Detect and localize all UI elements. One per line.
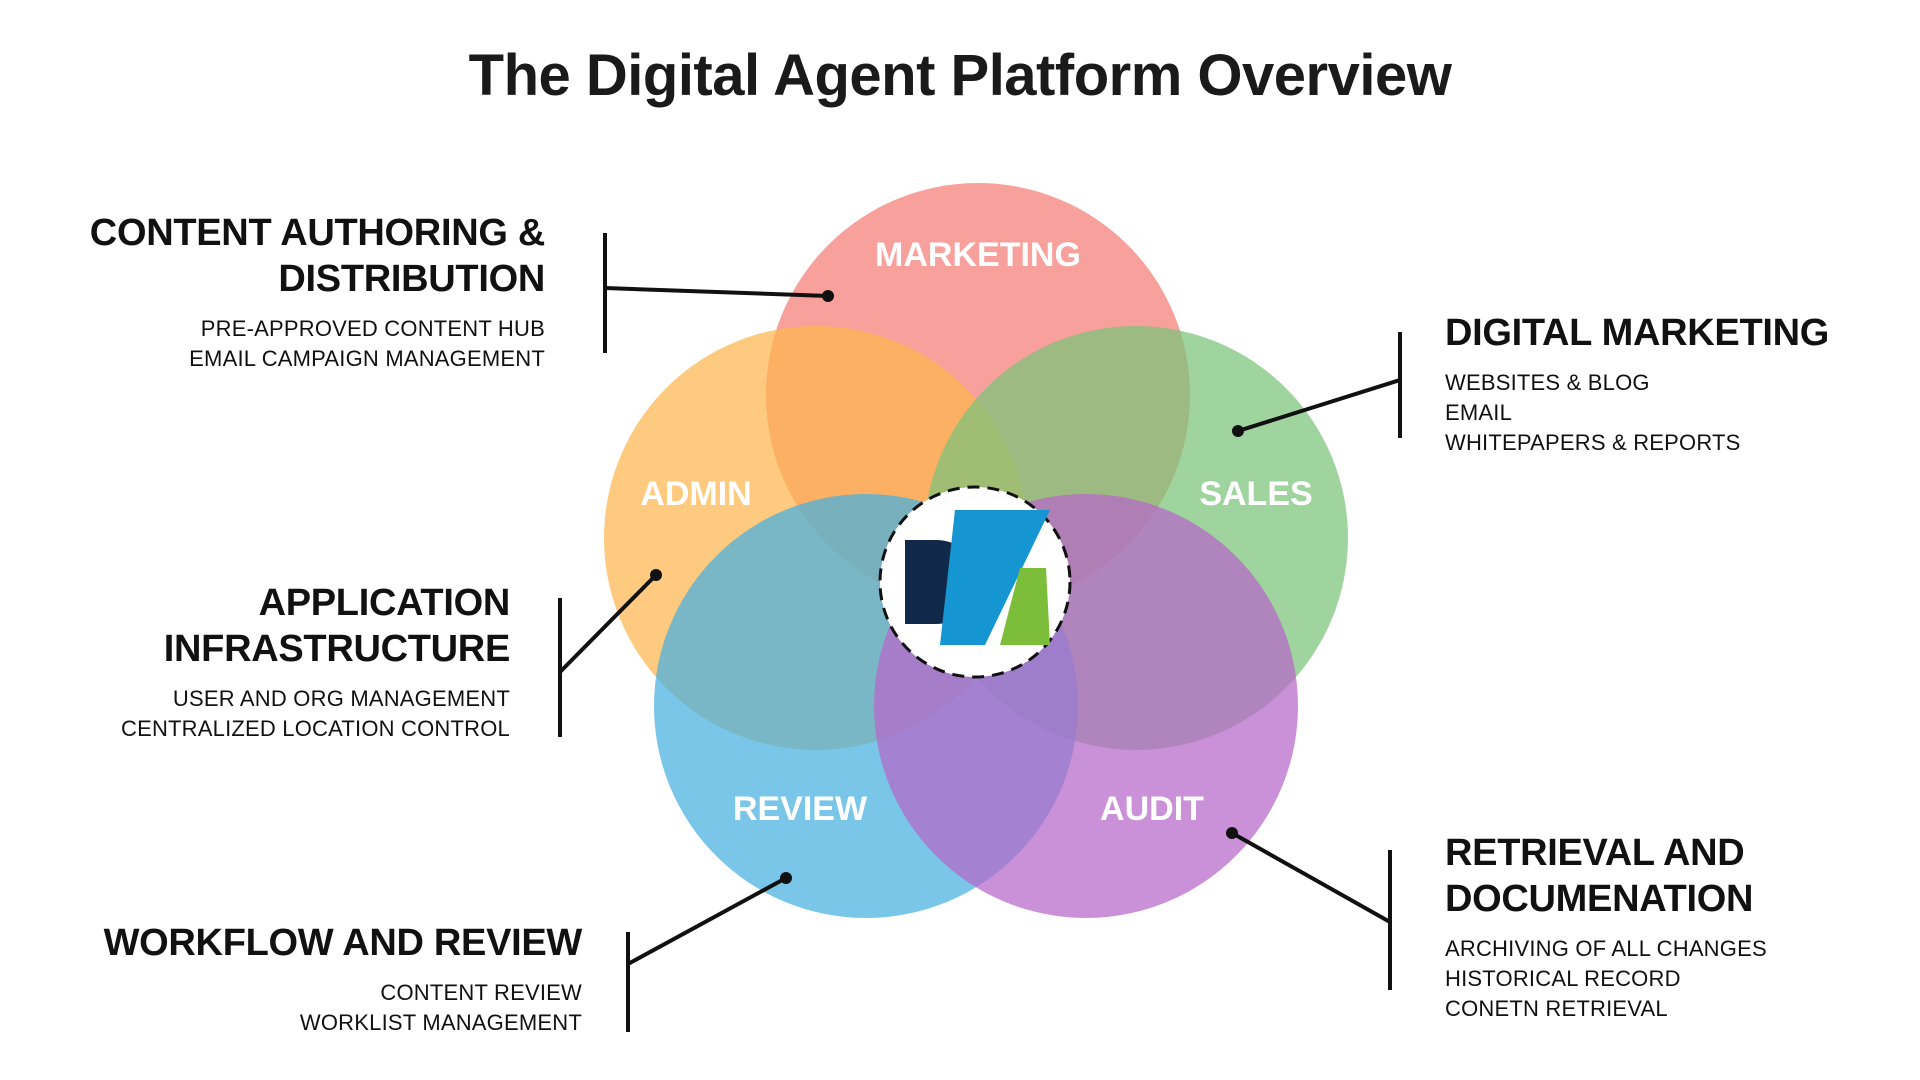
content-authoring-dot (822, 290, 834, 302)
callout-heading: RETRIEVAL AND DOCUMENATION (1445, 830, 1767, 922)
list-item: HISTORICAL RECORD (1445, 966, 1681, 991)
list-item: ARCHIVING OF ALL CHANGES (1445, 936, 1767, 961)
application-infrastructure-line (558, 573, 658, 674)
callout-items: WEBSITES & BLOG EMAIL WHITEPAPERS & REPO… (1445, 368, 1829, 458)
list-item: CONETN RETRIEVAL (1445, 996, 1668, 1021)
connector-dots (650, 290, 1244, 884)
callout-items: ARCHIVING OF ALL CHANGES HISTORICAL RECO… (1445, 934, 1767, 1024)
list-item: CONTENT REVIEW (380, 980, 582, 1005)
heading-line: APPLICATION (258, 582, 511, 624)
heading-line: DOCUMENATION (1445, 878, 1754, 920)
retrieval-dot (1226, 827, 1238, 839)
workflow-line (627, 876, 787, 966)
list-item: WORKLIST MANAGEMENT (299, 1010, 582, 1035)
content-authoring-line (604, 286, 829, 298)
marketing-label: MARKETING (875, 236, 1081, 274)
heading-line: WORKFLOW AND REVIEW (103, 922, 583, 964)
digital-marketing-line (1237, 378, 1401, 433)
page-title: The Digital Agent Platform Overview (468, 43, 1452, 108)
list-item: WHITEPAPERS & REPORTS (1445, 430, 1741, 455)
callout-heading: CONTENT AUTHORING & DISTRIBUTION (89, 210, 546, 302)
logo (878, 485, 1072, 679)
callout-workflow: WORKFLOW AND REVIEW CONTENT REVIEW WORKL… (103, 920, 583, 1038)
connectors (558, 233, 1402, 1032)
heading-line: INFRASTRUCTURE (163, 628, 511, 670)
review-label: REVIEW (733, 790, 868, 828)
callout-items: USER AND ORG MANAGEMENT CENTRALIZED LOCA… (121, 684, 510, 744)
list-item: USER AND ORG MANAGEMENT (172, 686, 510, 711)
logo-slash-shape (940, 510, 1050, 645)
digital-marketing-dot (1232, 425, 1244, 437)
list-item: CENTRALIZED LOCATION CONTROL (120, 716, 510, 741)
callout-content-authoring: CONTENT AUTHORING & DISTRIBUTION PRE-APP… (89, 210, 546, 374)
callout-items: PRE-APPROVED CONTENT HUB EMAIL CAMPAIGN … (90, 314, 545, 374)
retrieval-line (1231, 831, 1391, 924)
callout-digital-marketing: DIGITAL MARKETING WEBSITES & BLOG EMAIL … (1445, 310, 1829, 458)
heading-line: CONTENT AUTHORING & (89, 212, 546, 254)
sales-label: SALES (1199, 475, 1312, 513)
heading-line: RETRIEVAL AND (1445, 832, 1745, 874)
list-item: PRE-APPROVED CONTENT HUB (200, 316, 545, 341)
admin-label: ADMIN (640, 475, 751, 513)
application-infrastructure-dot (650, 569, 662, 581)
audit-label: AUDIT (1100, 790, 1204, 828)
heading-line: DIGITAL MARKETING (1445, 312, 1830, 354)
heading-line: DISTRIBUTION (278, 258, 545, 300)
callout-retrieval: RETRIEVAL AND DOCUMENATION ARCHIVING OF … (1445, 830, 1767, 1024)
list-item: EMAIL CAMPAIGN MANAGEMENT (189, 346, 545, 371)
callout-application-infrastructure: APPLICATION INFRASTRUCTURE USER AND ORG … (121, 580, 510, 744)
callout-items: CONTENT REVIEW WORKLIST MANAGEMENT (104, 978, 582, 1038)
list-item: EMAIL (1445, 400, 1513, 425)
list-item: WEBSITES & BLOG (1445, 370, 1650, 395)
callout-heading: WORKFLOW AND REVIEW (103, 920, 583, 966)
logo-a-shape (1000, 568, 1050, 645)
workflow-dot (780, 872, 792, 884)
callout-heading: DIGITAL MARKETING (1445, 310, 1829, 356)
callout-heading: APPLICATION INFRASTRUCTURE (121, 580, 511, 672)
